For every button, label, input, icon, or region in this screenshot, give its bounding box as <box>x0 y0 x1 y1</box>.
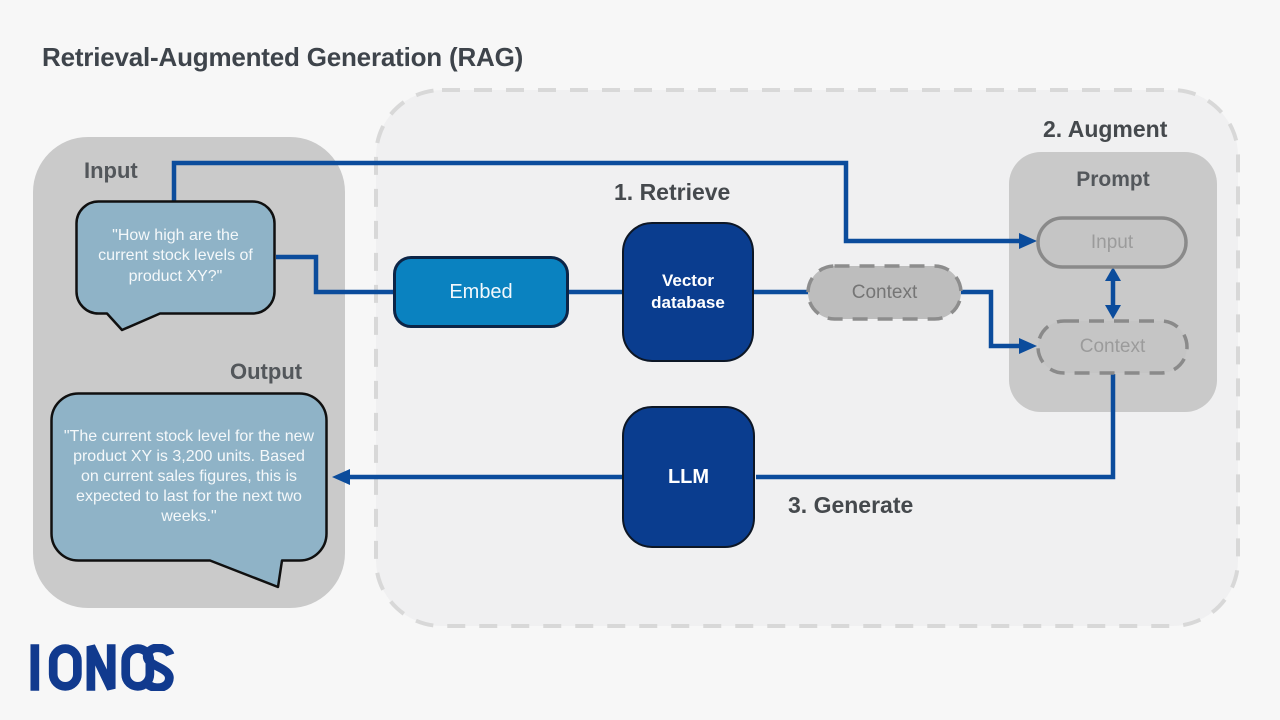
dashed-pill-shape <box>806 264 963 321</box>
prompt-input-text: Input <box>1090 231 1134 253</box>
output-speech-bubble: "The current stock level for the new pro… <box>50 392 328 589</box>
step-label-augment: 2. Augment <box>1043 116 1168 142</box>
input-speech-bubble: "How high are the current stock levels o… <box>75 200 276 332</box>
prompt-context-oval: Context <box>1036 319 1189 375</box>
context-node-text: Context <box>851 281 918 303</box>
ionos-logo: IONOS <box>30 643 175 693</box>
llm-node: LLM <box>622 406 755 548</box>
prompt-context-text: Context <box>1079 336 1146 357</box>
output-bubble-text: "The current stock level for the new pro… <box>63 427 315 526</box>
logo-letter-o2 <box>121 644 155 691</box>
input-section-label: Input <box>84 158 138 183</box>
logo-letter-o1 <box>48 644 82 691</box>
output-section-label: Output <box>230 359 303 384</box>
step-label-retrieve: 1. Retrieve <box>614 179 731 205</box>
page-title: Retrieval-Augmented Generation (RAG) <box>42 42 524 72</box>
input-bubble-text: "How high are the current stock levels o… <box>98 227 253 285</box>
dashed-pill-shape <box>1036 319 1189 375</box>
logo-letter-s <box>141 643 175 693</box>
ionos-logo-glyphs <box>30 643 175 693</box>
prompt-input-oval: Input <box>1036 216 1188 269</box>
context-node: Context <box>806 264 963 321</box>
embed-node: Embed <box>393 256 569 328</box>
speech-bubble-shape <box>50 392 328 589</box>
prompt-label: Prompt <box>1076 168 1150 191</box>
vector-database-node: Vector database <box>622 222 754 362</box>
step-label-generate: 3. Generate <box>788 492 914 518</box>
logo-letter-n <box>86 644 116 691</box>
